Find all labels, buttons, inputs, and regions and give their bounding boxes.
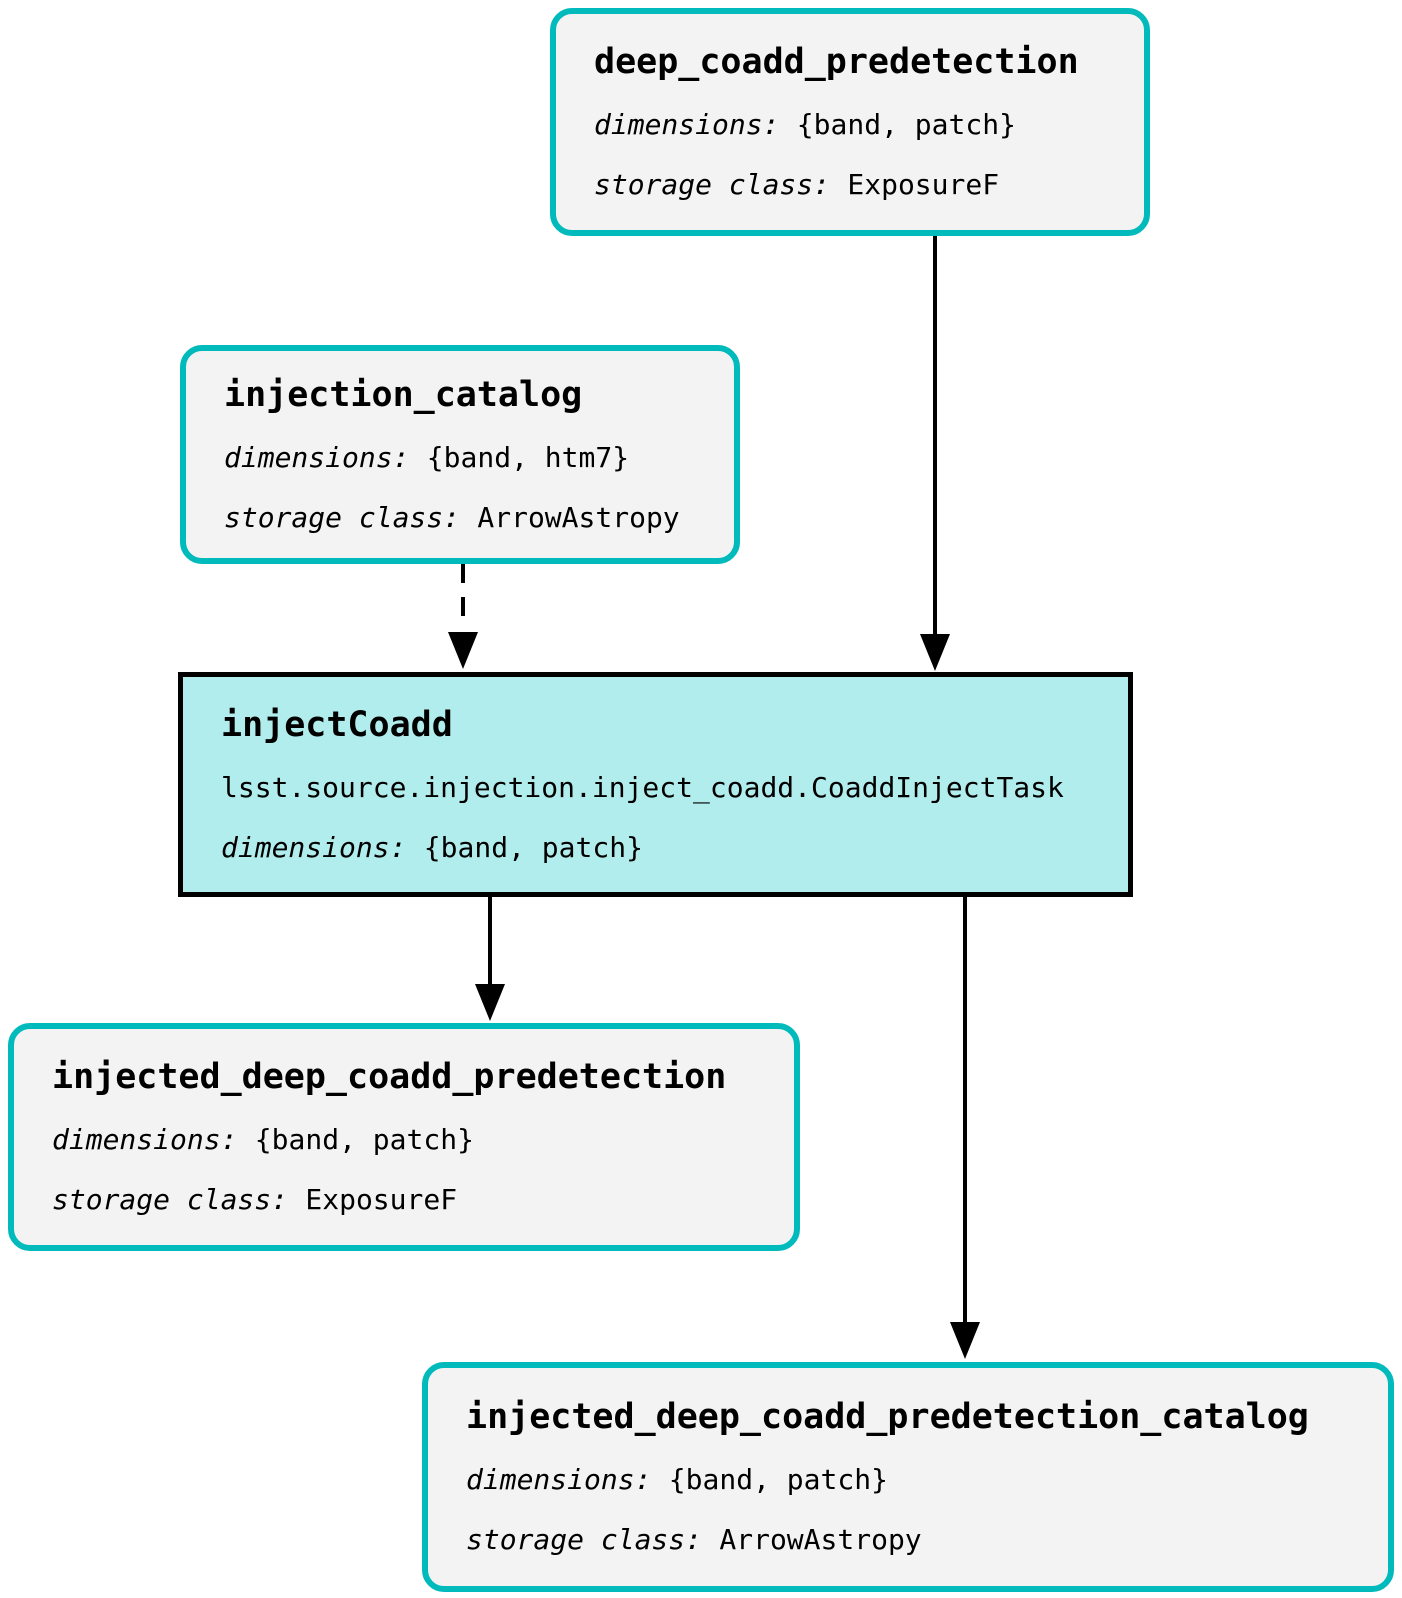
storage-class-value: ArrowAstropy <box>477 500 680 534</box>
dimensions-label: dimensions: <box>594 108 780 141</box>
storage-class-label: storage class: <box>466 1523 703 1556</box>
node-storage-class-line: storage class: ArrowAstropy <box>224 500 696 536</box>
dimensions-label: dimensions: <box>221 830 407 864</box>
node-title: injected_deep_coadd_predetection <box>52 1057 727 1097</box>
node-dimensions-line: dimensions: {band, htm7} <box>224 440 696 476</box>
node-storage-class-line: storage class: ExposureF <box>594 167 1106 203</box>
dimensions-value: {band, patch} <box>668 1463 888 1496</box>
dimensions-value: {band, htm7} <box>426 440 630 474</box>
dataset-node-injected-deep-coadd-predetection-catalog: injected_deep_coadd_predetection_catalog… <box>422 1362 1394 1592</box>
node-title: injectCoadd <box>221 704 453 745</box>
node-title: deep_coadd_predetection <box>594 42 1079 82</box>
node-storage-class-line: storage class: ArrowAstropy <box>466 1522 1350 1558</box>
dimensions-value: {band, patch} <box>423 830 643 864</box>
storage-class-label: storage class: <box>52 1183 289 1216</box>
dataset-node-deep-coadd-predetection: deep_coadd_predetection dimensions: {band… <box>550 8 1150 236</box>
storage-class-value: ExposureF <box>305 1183 458 1216</box>
node-dimensions-line: dimensions: {band, patch} <box>594 107 1106 143</box>
edge-deep-coadd-predetection-to-injectCoadd <box>920 236 950 671</box>
node-title: injected_deep_coadd_predetection_catalog <box>466 1397 1309 1437</box>
edge-injection-catalog-to-injectCoadd <box>448 564 478 669</box>
edge-injectCoadd-to-injected-deep-coadd-predetection-catalog <box>950 897 980 1359</box>
dimensions-value: {band, patch} <box>796 108 1016 141</box>
dimensions-label: dimensions: <box>52 1123 238 1156</box>
dataset-node-injection-catalog: injection_catalog dimensions: {band, htm7… <box>180 345 740 564</box>
storage-class-value: ExposureF <box>847 168 1000 201</box>
dimensions-label: dimensions: <box>466 1463 652 1496</box>
dimensions-label: dimensions: <box>224 440 410 474</box>
node-dimensions-line: dimensions: {band, patch} <box>466 1462 1350 1498</box>
storage-class-value: ArrowAstropy <box>719 1523 922 1556</box>
task-node-injectCoadd: injectCoadd lsst.source.injection.inject… <box>178 672 1133 897</box>
dataset-node-injected-deep-coadd-predetection: injected_deep_coadd_predetection dimensi… <box>8 1023 800 1251</box>
node-dimensions-line: dimensions: {band, patch} <box>221 830 1090 866</box>
dimensions-value: {band, patch} <box>254 1123 474 1156</box>
storage-class-label: storage class: <box>224 500 461 534</box>
node-storage-class-line: storage class: ExposureF <box>52 1182 756 1218</box>
node-title: injection_catalog <box>224 374 583 415</box>
task-class-line: lsst.source.injection.inject_coadd.Coadd… <box>221 770 1064 804</box>
edge-injectCoadd-to-injected-deep-coadd-predetection <box>475 897 505 1021</box>
storage-class-label: storage class: <box>594 168 831 201</box>
node-dimensions-line: dimensions: {band, patch} <box>52 1122 756 1158</box>
